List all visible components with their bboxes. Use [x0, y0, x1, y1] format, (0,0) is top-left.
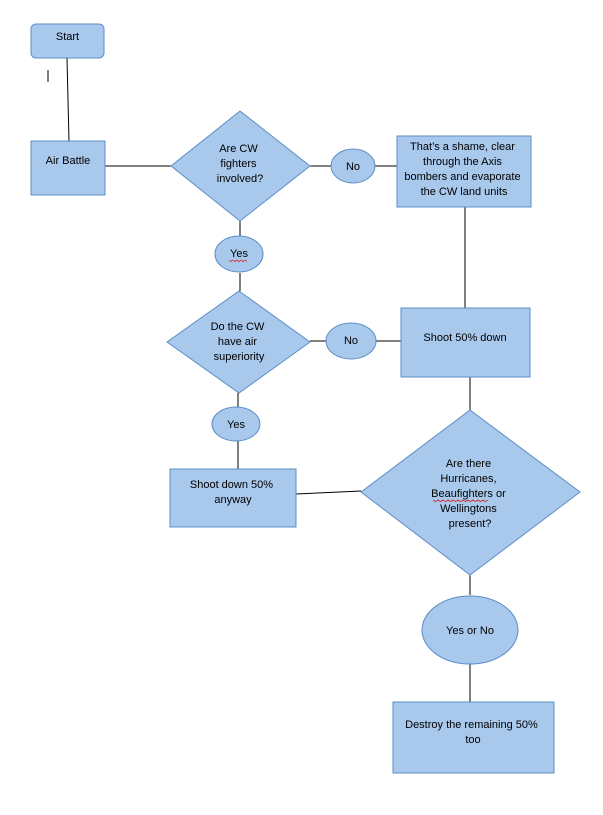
svg-text:Air Battle: Air Battle: [46, 155, 91, 167]
svg-text:Yes: Yes: [227, 419, 245, 431]
yes-or-no-label: Yes or No: [446, 625, 494, 637]
yes-oval-1-label: Yes: [230, 248, 248, 260]
decision-cw-fighters-involved: Are CW fighters involved?: [170, 110, 311, 222]
decision-hurricanes-present: Are there Hurricanes, Beaufighters or We…: [360, 409, 581, 576]
spellcheck-squiggle-yes: [228, 259, 248, 263]
decision-air-superiority: Do the CW have air superiority: [166, 290, 311, 394]
shame-box-line-3: bombers and evaporate: [404, 171, 520, 183]
decision-hurricanes-line-3: Beaufighters or: [431, 488, 506, 500]
svg-text:Are there Hurricanes,: Are there Hurricanes, Beaufighters or We…: [431, 458, 509, 530]
shoot-50-down-label: Shoot 50% down: [423, 332, 506, 344]
decision-cw-fighters-line-2: fighters: [220, 158, 257, 170]
svg-text:No: No: [344, 335, 358, 347]
svg-text:Yes: Yes: [230, 248, 248, 260]
svg-text:Do the CW have air: Do the CW have air superiority: [211, 321, 268, 363]
shoot-down-anyway-line-1: Shoot down 50%: [190, 479, 273, 491]
spellcheck-squiggle-beaufighters: [432, 499, 489, 503]
yes-or-no-oval: Yes or No: [421, 595, 519, 665]
no-oval-2-label: No: [344, 335, 358, 347]
destroy-remaining-line-1: Destroy the remaining 50%: [405, 719, 538, 731]
svg-text:Shoot down 50% anyway: Shoot down 50% anyway: [190, 479, 276, 506]
air-battle-box: Air Battle: [30, 140, 106, 196]
shame-box-line-1: That’s a shame, clear: [410, 141, 515, 153]
start-node: Start: [30, 23, 105, 59]
yes-oval-2: Yes: [211, 406, 261, 442]
yes-oval-1: Yes: [214, 235, 264, 273]
decision-hurricanes-line-1: Are there: [446, 458, 491, 470]
connector-anyway-to-q3: [295, 490, 362, 495]
destroy-remaining-line-2: too: [465, 734, 480, 746]
no-oval-1-label: No: [346, 161, 360, 173]
decision-cw-fighters-line-1: Are CW: [219, 143, 258, 155]
decision-air-superiority-line-2: have air: [218, 336, 257, 348]
air-battle-label: Air Battle: [46, 155, 91, 167]
decision-hurricanes-line-5: present?: [449, 518, 492, 530]
shoot-50-down-box: Shoot 50% down: [400, 307, 531, 378]
decision-air-superiority-line-3: superiority: [214, 351, 265, 363]
svg-text:Start: Start: [56, 31, 79, 43]
destroy-remaining-box: Destroy the remaining 50% too: [392, 701, 555, 774]
no-oval-2: No: [325, 322, 377, 360]
shame-box-line-4: the CW land units: [421, 186, 508, 198]
svg-text:Are CW fighters in: Are CW fighters involved?: [217, 143, 263, 185]
shoot-down-anyway-box: Shoot down 50% anyway: [169, 468, 297, 528]
no-oval-1: No: [330, 148, 376, 184]
shame-box-line-2: through the Axis: [423, 156, 502, 168]
decision-cw-fighters-line-3: involved?: [217, 173, 263, 185]
svg-text:Destroy the remaining 50%: Destroy the remaining 50% too: [405, 719, 541, 746]
yes-oval-2-label: Yes: [227, 419, 245, 431]
svg-text:Shoot 50% down: Shoot 50% down: [423, 332, 506, 344]
shoot-down-anyway-line-2: anyway: [214, 494, 252, 506]
shame-box: That’s a shame, clear through the Axis b…: [396, 135, 532, 208]
connector-start-to-air-battle: [66, 57, 70, 142]
start-label: Start: [56, 31, 79, 43]
svg-text:That’s a shame, clear th: That’s a shame, clear through the Axis b…: [404, 141, 523, 198]
svg-text:No: No: [346, 161, 360, 173]
svg-text:Yes or No: Yes or No: [446, 625, 494, 637]
decision-hurricanes-line-4: Wellingtons: [440, 503, 497, 515]
decision-hurricanes-line-2: Hurricanes,: [440, 473, 496, 485]
connectors: [47, 57, 471, 702]
decision-air-superiority-line-1: Do the CW: [211, 321, 265, 333]
